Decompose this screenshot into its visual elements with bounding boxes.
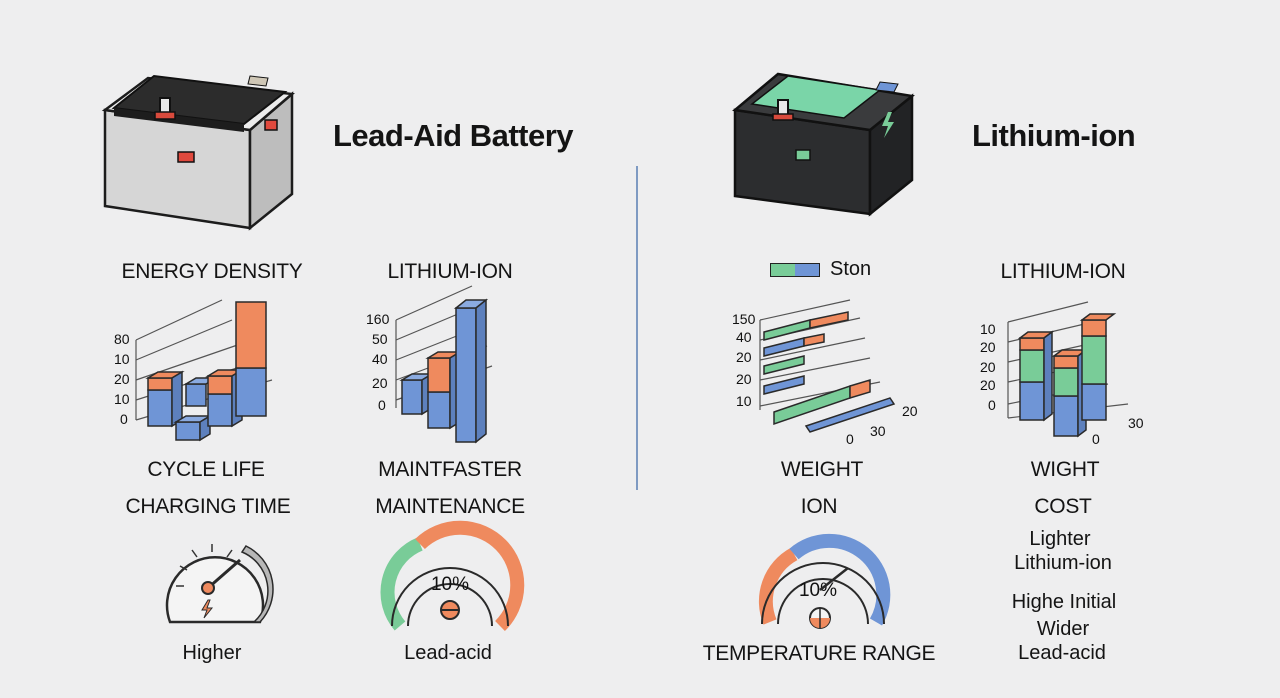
- chart1-ticks: 80 10 20 10 0: [114, 331, 130, 427]
- note-lighter: Lighter: [1029, 528, 1091, 550]
- tick: 0: [378, 397, 386, 413]
- chart3-bar-a2: [809, 311, 849, 329]
- xtick: 0: [1092, 431, 1100, 447]
- tick: 150: [732, 311, 756, 327]
- temperature-range-label: TEMPERATURE RANGE: [702, 642, 936, 665]
- note-highe-initial: Highe Initial: [1011, 591, 1117, 613]
- chart3-bar-b2: [803, 333, 825, 347]
- lithium-ion-chart-label-right: LITHIUM-ION: [1000, 260, 1126, 283]
- chart1-bar-b: [173, 414, 213, 442]
- lithium-ion-chart: 160 50 40 20 0: [366, 285, 493, 444]
- tick: 20: [736, 349, 752, 365]
- lithium-ion-right-chart: 10 20 20 20 0 0 30: [980, 301, 1144, 447]
- xtick: 30: [1128, 415, 1144, 431]
- lithium-ion-title: Lithium-ion: [972, 118, 1136, 153]
- weight-label: WEIGHT: [780, 458, 864, 481]
- xtick: 0: [846, 431, 854, 447]
- maintenance-label: MAINTENANCE: [375, 495, 525, 518]
- note-lithium-ion: Lithium-ion: [1014, 552, 1112, 574]
- tick: 0: [120, 411, 128, 427]
- wight-label: WIGHT: [1030, 458, 1100, 481]
- legend-label: Ston: [830, 258, 872, 280]
- lead-acid-caption: Lead-acid: [404, 642, 492, 664]
- chart4-bar-c: [1079, 313, 1117, 421]
- cost-label: COST: [1034, 495, 1092, 518]
- chart3-bar-d: [763, 375, 805, 395]
- chart1-bar-e: [235, 301, 267, 417]
- xtick: 30: [870, 423, 886, 439]
- chart4-bar-a: [1017, 330, 1055, 422]
- chart-legend: Ston: [770, 258, 890, 280]
- lead-acid-battery-illustration: [101, 74, 295, 231]
- tick: 20: [114, 371, 130, 387]
- tick: 20: [736, 371, 752, 387]
- lithium-ion-chart-label: LITHIUM-ION: [387, 260, 513, 283]
- chart3-bar-e2: [849, 378, 871, 400]
- weight-chart: 150 40 20 20 10 0 30 20: [732, 299, 918, 447]
- tick: 160: [366, 311, 390, 327]
- tick: 10: [736, 393, 752, 409]
- tick: 40: [736, 329, 752, 345]
- note-lead-acid: Lead-acid: [1018, 642, 1106, 664]
- tick: 80: [114, 331, 130, 347]
- chart2-bar-c: [453, 298, 489, 444]
- lithium-ion-battery-illustration: [732, 72, 915, 217]
- tick: 20: [980, 377, 996, 393]
- speedometer-icon: [165, 544, 274, 624]
- chart4-bar-b: [1051, 348, 1089, 438]
- chart3-bar-b: [763, 337, 805, 357]
- note-wider: Wider: [1036, 618, 1090, 640]
- tick: 10: [114, 351, 130, 367]
- chart1-bar-a: [145, 370, 185, 428]
- maintfaster-label: MAINTFASTER: [378, 458, 522, 481]
- temperature-gauge-icon: 10%: [758, 533, 891, 629]
- gauge-icon: 10%: [380, 520, 525, 632]
- chart3-bar-f: [804, 397, 896, 433]
- legend-swatch: [770, 263, 820, 277]
- tick: 10: [114, 391, 130, 407]
- energy-density-chart: 80 10 20 10 0: [114, 299, 273, 442]
- tick: 50: [372, 331, 388, 347]
- center-divider: [636, 166, 638, 490]
- gauge2-value: 10%: [431, 574, 469, 595]
- energy-density-label: ENERGY DENSITY: [121, 260, 303, 283]
- charging-time-label: CHARGING TIME: [125, 495, 291, 518]
- tick: 0: [988, 397, 996, 413]
- tick: 20: [980, 359, 996, 375]
- tick: 10: [980, 321, 996, 337]
- lead-acid-title: Lead-Aid Battery: [333, 118, 574, 153]
- chart3-bar-a: [763, 319, 811, 341]
- ion-label: ION: [800, 495, 838, 518]
- tick: 20: [980, 339, 996, 355]
- gauge3-value: 10%: [799, 580, 837, 601]
- higher-caption: Higher: [182, 642, 242, 664]
- tick: 20: [372, 375, 388, 391]
- tick: 40: [372, 351, 388, 367]
- chart3-bar-c: [763, 355, 805, 375]
- cycle-life-label: CYCLE LIFE: [147, 458, 265, 481]
- xtick: 20: [902, 403, 918, 419]
- chart2-bar-b: [425, 350, 463, 430]
